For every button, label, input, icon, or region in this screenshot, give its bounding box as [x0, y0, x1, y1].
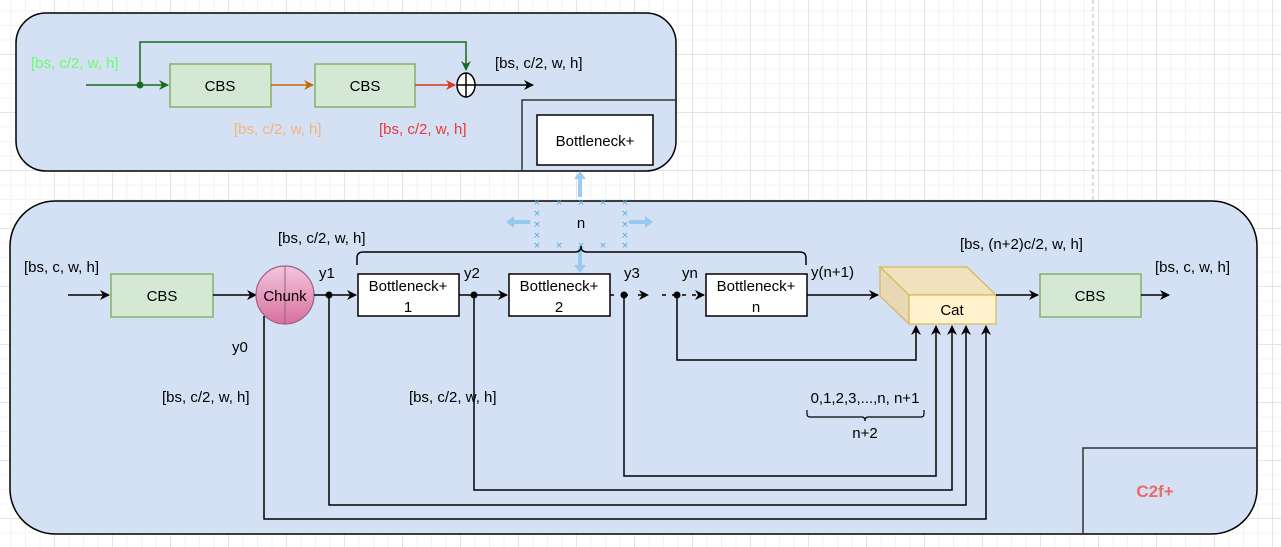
svg-text:×: ×: [621, 220, 629, 230]
c2f-title: C2f+: [1136, 482, 1173, 501]
brace-n-label: n: [577, 215, 585, 232]
c2f-title-frame: [1082, 447, 1257, 534]
svg-text:×: ×: [577, 198, 585, 208]
bn-skip-connection: [139, 41, 471, 85]
chunk-node[interactable]: Chunk: [255, 265, 315, 325]
bottleneck-n-line2: n: [752, 299, 760, 316]
yn1-label: y(n+1): [811, 264, 854, 281]
bottleneck-n[interactable]: [705, 273, 808, 317]
selection-handles: ××××× ×× ×× ×× ×××××: [506, 171, 653, 273]
y0-shape: [bs, c/2, w, h]: [162, 389, 250, 406]
svg-text:×: ×: [533, 231, 541, 241]
c2f-output-shape: [bs, c, w, h]: [1155, 259, 1230, 276]
selection-box: ××××× ×× ×× ×× ×××××: [533, 198, 629, 251]
y0-to-cat-connection: [263, 316, 991, 520]
bn-cbs-2-label: CBS: [350, 78, 381, 95]
bn-cbs-1-label: CBS: [205, 78, 236, 95]
handle-arrow-down-icon[interactable]: [574, 248, 586, 273]
svg-text:×: ×: [599, 198, 607, 208]
bottleneck-panel: Bottleneck+ [bs, c/2, w, h] CBS CBS [bs,…: [15, 12, 677, 172]
yn-to-cat-connection: [676, 295, 921, 361]
mid-shape: [bs, c/2, w, h]: [409, 389, 497, 406]
split-shape: [bs, c/2, w, h]: [278, 230, 366, 247]
bn-cbs-2[interactable]: [314, 63, 416, 108]
yn-label: yn: [682, 265, 698, 282]
bn-mid-shape: [bs, c/2, w, h]: [234, 121, 322, 138]
bottleneck-1[interactable]: [357, 273, 460, 317]
svg-text:×: ×: [599, 241, 607, 251]
svg-text:×: ×: [533, 241, 541, 251]
svg-text:×: ×: [621, 209, 629, 219]
y2-label: y2: [464, 265, 480, 282]
y3-to-cat-connection: [623, 295, 941, 477]
bottleneck-1-line2: 1: [404, 299, 412, 316]
y0-label: y0: [232, 339, 248, 356]
bottleneck-2[interactable]: [508, 273, 611, 317]
bn-output-shape: [bs, c/2, w, h]: [495, 55, 583, 72]
bn-cbs-1[interactable]: [169, 63, 272, 108]
svg-text:×: ×: [621, 231, 629, 241]
bottleneck-2-line1: Bottleneck+: [520, 278, 599, 295]
bn-input-shape: [bs, c/2, w, h]: [31, 55, 119, 72]
svg-text:×: ×: [533, 198, 541, 208]
handle-arrow-left-icon[interactable]: [506, 216, 530, 228]
c2f-cbs-out[interactable]: [1039, 273, 1142, 318]
svg-text:×: ×: [621, 198, 629, 208]
y2-to-cat-connection: [473, 295, 957, 491]
cat-shape: [bs, (n+2)c/2, w, h]: [960, 236, 1083, 253]
bottleneck-title: Bottleneck+: [556, 133, 635, 150]
bottleneck-brace: [356, 245, 807, 265]
bn-red-shape: [bs, c/2, w, h]: [379, 121, 467, 138]
cat-label: Cat: [940, 302, 964, 319]
bottleneck-title-box[interactable]: [536, 114, 654, 166]
cat-node[interactable]: Cat: [878, 265, 998, 326]
svg-text:×: ×: [555, 198, 563, 208]
chunk-label: Chunk: [263, 288, 307, 305]
svg-text:×: ×: [533, 209, 541, 219]
count-label: n+2: [852, 425, 877, 442]
count-brace: [806, 410, 925, 422]
index-list: 0,1,2,3,...,n, n+1: [811, 390, 920, 407]
svg-text:×: ×: [621, 241, 629, 251]
handle-arrow-right-icon[interactable]: [629, 216, 653, 228]
add-icon: [456, 72, 476, 98]
y1-label: y1: [319, 265, 335, 282]
bottleneck-title-frame: [521, 99, 676, 171]
bottleneck-n-line1: Bottleneck+: [717, 278, 796, 295]
c2f-input-shape: [bs, c, w, h]: [24, 259, 99, 276]
svg-text:×: ×: [555, 241, 563, 251]
y1-to-cat-connection: [328, 295, 971, 506]
bottleneck-1-line1: Bottleneck+: [369, 278, 448, 295]
svg-text:×: ×: [533, 220, 541, 230]
handle-arrow-up-icon[interactable]: [574, 171, 586, 197]
bottleneck-2-line2: 2: [555, 299, 563, 316]
c2f-panel: C2f+ ××××× ×× ×× ×× ××××× [bs, c, w, h] …: [9, 171, 1258, 535]
y3-label: y3: [624, 265, 640, 282]
c2f-cbs-in-label: CBS: [147, 288, 178, 305]
c2f-cbs-out-label: CBS: [1075, 288, 1106, 305]
